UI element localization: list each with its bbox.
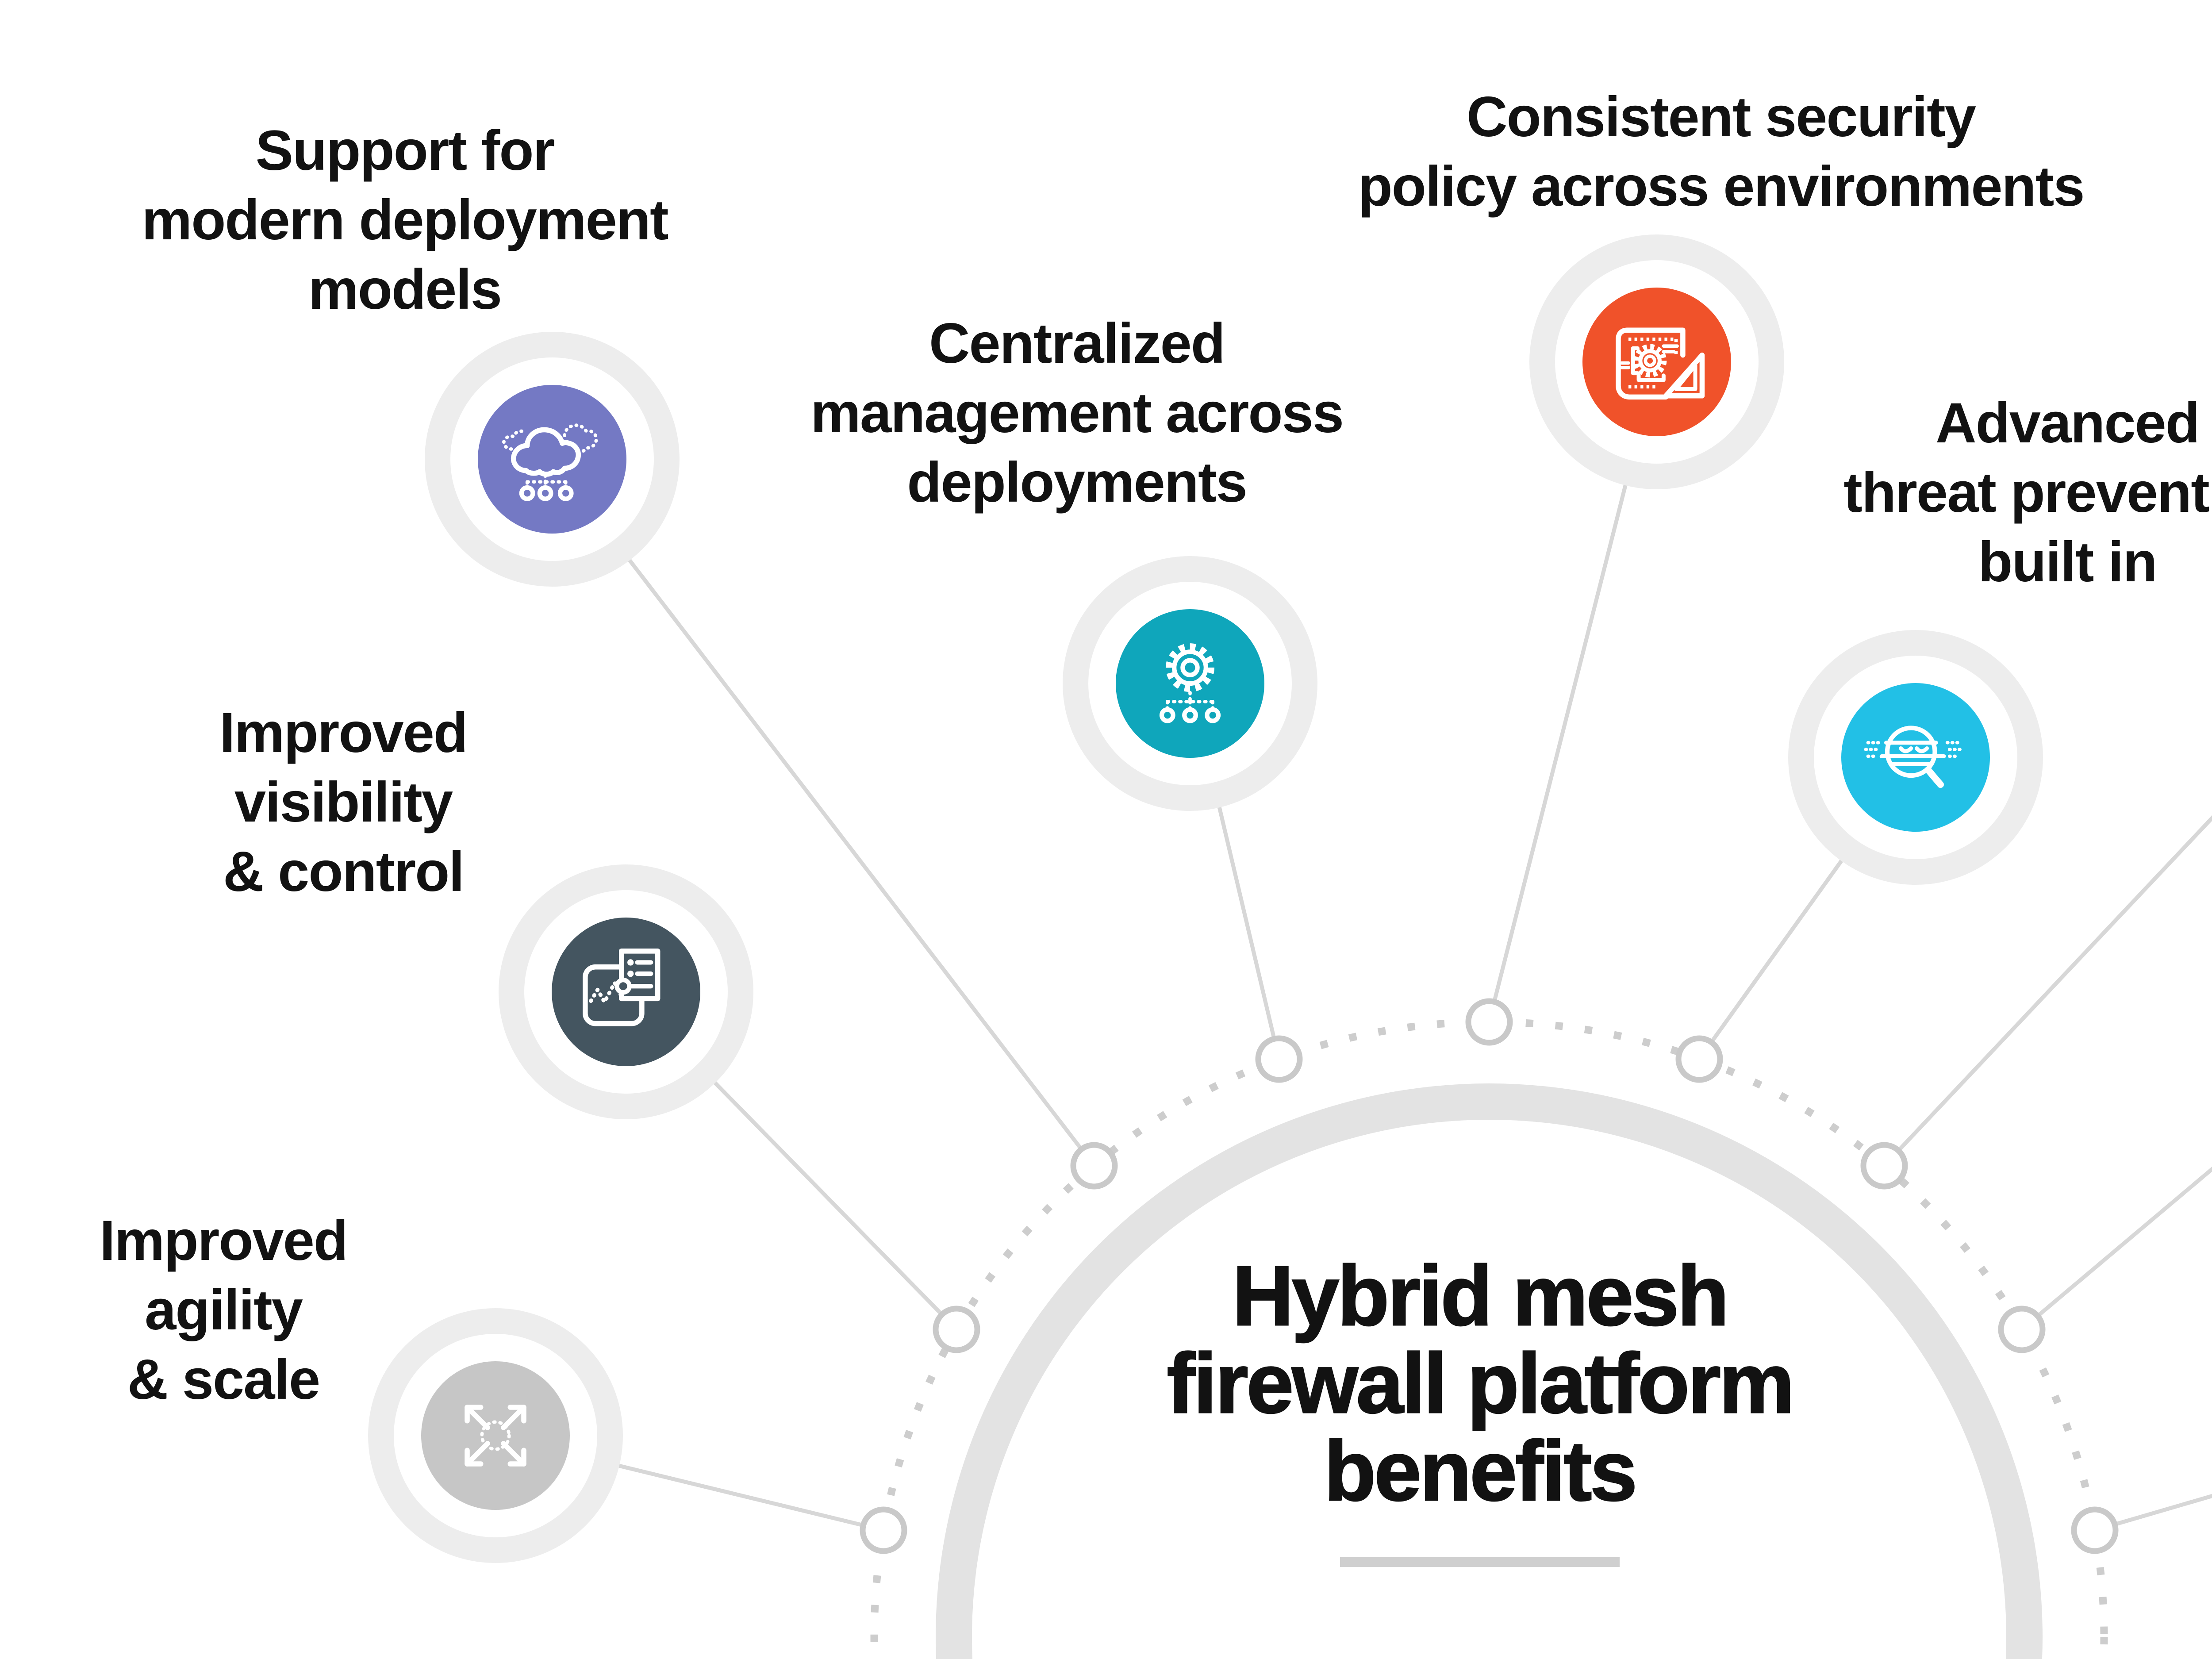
- icon-disc: [421, 1361, 570, 1510]
- title-underline: [1340, 1557, 1620, 1567]
- icon-disc: [478, 385, 626, 534]
- gear-network-icon: [1159, 643, 1221, 723]
- label-visibility-control: Improved visibility & control: [219, 701, 468, 903]
- label-modern-deployment: Support for modern deployment models: [142, 119, 668, 321]
- page-title: Hybrid mesh firewall platform benefits: [1166, 1248, 1795, 1518]
- expand-arrows-icon: [465, 1405, 526, 1467]
- badge-visibility-control: [499, 864, 753, 1119]
- title-line: benefits: [1323, 1423, 1638, 1518]
- badge-consistent-policy: [1529, 234, 1784, 489]
- label-agility-scale: Improved agility & scale: [99, 1209, 348, 1411]
- monitoring-dashboard-icon: [583, 949, 661, 1026]
- cloud-network-icon: [502, 423, 598, 501]
- label-centralized-management: Centralized management across deployment…: [810, 312, 1344, 514]
- central-arc: [936, 1083, 2043, 1659]
- badge-centralized-management: [1063, 556, 1317, 811]
- title-line: Hybrid mesh: [1232, 1248, 1730, 1343]
- icon-disc: [1582, 288, 1731, 436]
- badge-modern-deployment: [425, 332, 680, 587]
- label-threat-prevention: Advanced threat prevention built in: [1843, 392, 2212, 594]
- badge-threat-prevention: [1788, 630, 2043, 885]
- dotted-ring: [870, 1018, 2108, 1659]
- ring-nodes: [860, 998, 2119, 1554]
- threat-scan-icon: [1864, 726, 1963, 788]
- blueprint-icon: [1616, 327, 1705, 400]
- label-consistent-policy: Consistent security policy across enviro…: [1358, 85, 2085, 218]
- badge-agility-scale: [368, 1308, 623, 1563]
- title-line: firewall platform: [1166, 1336, 1795, 1431]
